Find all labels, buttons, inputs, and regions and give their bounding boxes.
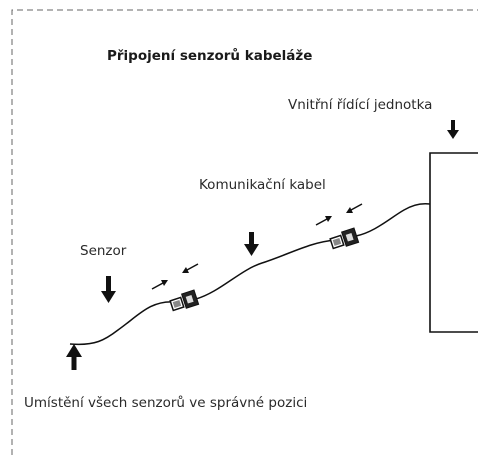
diagram-title: Připojení senzorů kabeláže [107,48,313,64]
connector-2 [329,227,360,250]
arrow-up-placement-icon [66,344,82,370]
push-arrow-right-1-icon [182,263,199,273]
connector-1 [169,289,200,312]
push-arrow-left-2-icon [315,216,332,226]
control-unit-box [429,152,478,333]
cable-segment-1 [69,301,176,346]
arrow-down-control-unit-icon [447,120,459,139]
cable-segment-3 [355,202,431,237]
arrow-down-cable-icon [244,232,259,256]
dashed-frame [11,9,478,455]
placement-note: Umístění všech senzorů ve správné pozici [24,395,308,411]
comm-cable-label: Komunikační kabel [199,177,326,193]
push-arrow-right-2-icon [346,203,363,213]
sensor-label: Senzor [80,243,127,259]
cable-segment-2 [195,239,337,300]
push-arrow-left-1-icon [151,280,168,290]
control-unit-label: Vnitřní řídící jednotka [288,97,433,113]
arrow-down-sensor-icon [101,276,116,303]
